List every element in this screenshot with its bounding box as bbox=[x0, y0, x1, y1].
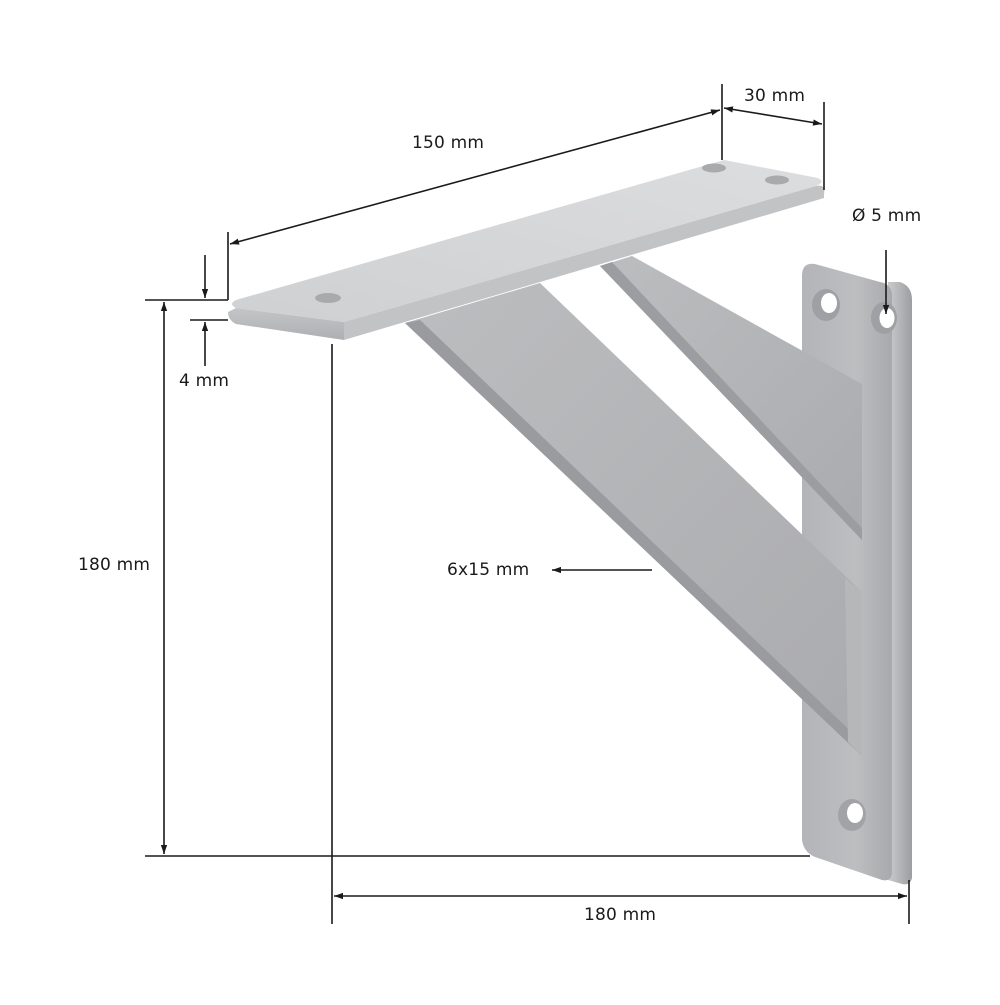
dim-line-150 bbox=[229, 109, 721, 245]
dimension-lines bbox=[145, 84, 910, 924]
screw-hole-lower bbox=[838, 799, 866, 831]
top-hole-rear-left bbox=[702, 163, 726, 173]
label-depth: 180 mm bbox=[584, 905, 657, 925]
screw-hole-upper-right bbox=[871, 302, 897, 334]
dim-line-30 bbox=[723, 106, 823, 126]
label-height: 180 mm bbox=[78, 555, 151, 575]
screw-hole-upper-left bbox=[812, 289, 840, 321]
strut-upper bbox=[600, 256, 862, 540]
label-hole-diameter: Ø 5 mm bbox=[852, 206, 922, 226]
top-hole-rear-right bbox=[765, 175, 789, 185]
label-top-width: 30 mm bbox=[744, 86, 806, 106]
label-top-length: 150 mm bbox=[412, 133, 485, 153]
label-strut-profile: 6x15 mm bbox=[447, 560, 530, 580]
label-plate-thickness: 4 mm bbox=[179, 371, 230, 391]
strut-lower bbox=[405, 283, 862, 756]
top-hole-front bbox=[315, 293, 341, 303]
